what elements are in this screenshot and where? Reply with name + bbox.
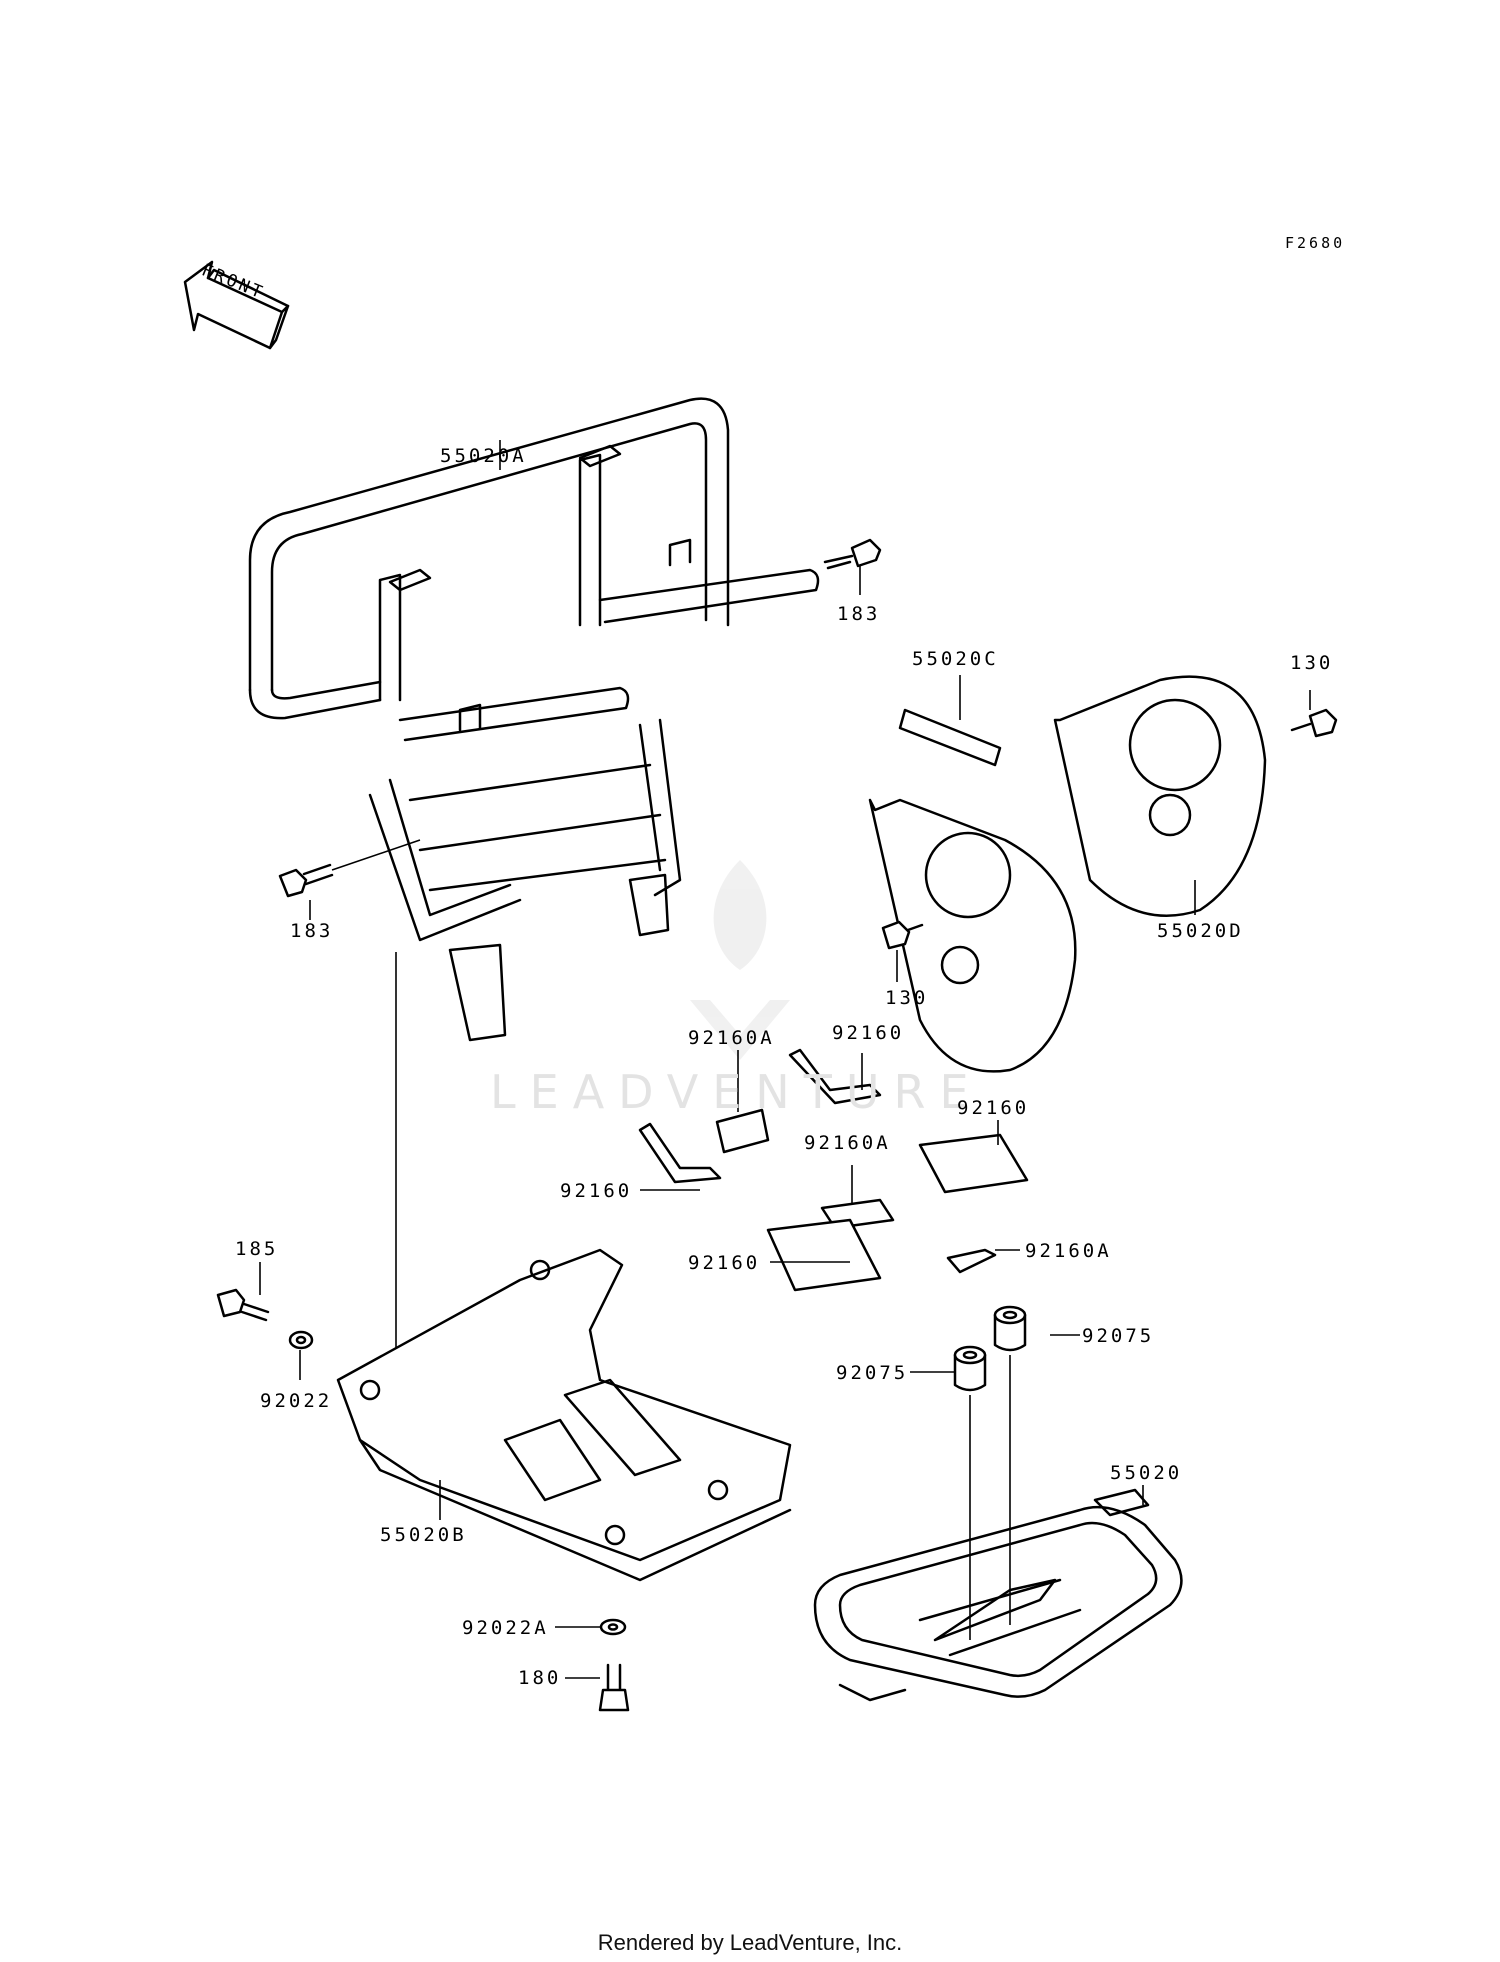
part-label-92160A-1: 92160A	[688, 1027, 775, 1049]
bolt-180	[598, 1663, 630, 1712]
damper-92075-left	[953, 1345, 987, 1640]
part-label-92022: 92022	[260, 1390, 333, 1412]
part-label-92022A: 92022A	[462, 1617, 549, 1639]
tray-55020	[813, 1488, 1183, 1702]
figure-code: F2680	[1285, 234, 1346, 252]
washer-92022	[288, 1330, 314, 1350]
bolt-183-top	[823, 538, 882, 570]
part-label-130-right: 130	[1290, 652, 1334, 674]
front-guard-55020A	[248, 397, 820, 1042]
bolt-130-right	[1290, 708, 1338, 738]
part-label-92075-left: 92075	[836, 1362, 909, 1384]
part-label-92075-right: 92075	[1082, 1325, 1155, 1347]
part-label-92160-3: 92160	[560, 1180, 633, 1202]
part-label-55020: 55020	[1110, 1462, 1183, 1484]
pads-92160	[638, 1048, 1029, 1292]
part-label-130-middle: 130	[885, 987, 929, 1009]
watermark-logo	[690, 860, 790, 1060]
bolt-185	[216, 1288, 270, 1322]
bolt-183-left	[278, 839, 421, 898]
part-label-92160A-2: 92160A	[804, 1132, 891, 1154]
footer-credit: Rendered by LeadVenture, Inc.	[597, 1930, 903, 1955]
part-label-92160-4: 92160	[688, 1252, 761, 1274]
part-label-92160-2: 92160	[957, 1097, 1030, 1119]
part-label-55020B: 55020B	[380, 1524, 467, 1546]
damper-92075-right	[993, 1305, 1027, 1625]
plate-55020C	[868, 708, 1077, 1073]
washer-92022A	[599, 1618, 627, 1636]
part-label-183-left: 183	[290, 920, 334, 942]
leader-lines	[259, 440, 1311, 1679]
skid-plate-55020B	[336, 1248, 792, 1582]
part-label-183-top: 183	[837, 603, 881, 625]
front-arrow-icon	[183, 260, 290, 350]
part-label-55020D: 55020D	[1157, 920, 1244, 942]
part-label-180: 180	[518, 1667, 562, 1689]
part-label-55020C: 55020C	[912, 648, 999, 670]
part-label-92160A-3: 92160A	[1025, 1240, 1112, 1262]
bolt-130-middle	[881, 920, 924, 950]
plate-55020D	[1053, 675, 1267, 917]
part-label-55020A: 55020A	[440, 445, 527, 467]
watermark-text: LEADVENTURE	[490, 1065, 983, 1119]
part-label-185: 185	[235, 1238, 279, 1260]
part-label-92160-1: 92160	[832, 1022, 905, 1044]
